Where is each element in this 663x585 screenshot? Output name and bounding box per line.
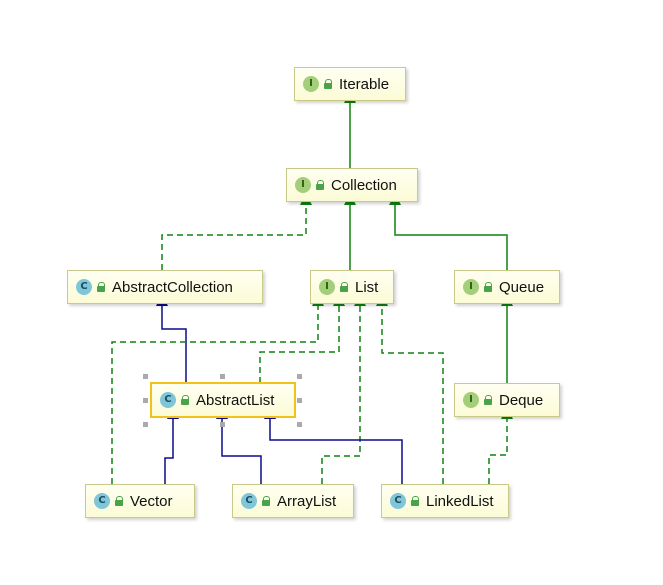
node-iterable[interactable]: I Iterable [294,67,406,101]
edge-arraylist-list [321,294,366,484]
public-lock-icon [323,79,333,89]
node-arraylist[interactable]: C ArrayList [232,484,354,518]
edge-abstractcollection-collection [161,193,312,270]
resize-handle[interactable] [297,374,302,379]
edge-linkedlist-list [376,294,444,484]
abstract-class-icon: C [160,392,176,408]
node-abstractlist[interactable]: C AbstractList [150,382,296,418]
node-list[interactable]: I List [310,270,394,304]
edge-abstractlist-list [259,294,345,383]
node-label: AbstractList [196,391,275,409]
class-icon: C [390,493,406,509]
node-vector[interactable]: C Vector [85,484,195,518]
edge-vector-list [111,294,324,484]
abstract-class-icon: C [76,279,92,295]
resize-handle[interactable] [297,422,302,427]
node-label: Vector [130,492,173,510]
resize-handle[interactable] [143,422,148,427]
resize-handle[interactable] [143,374,148,379]
interface-icon: I [463,279,479,295]
node-linkedlist[interactable]: C LinkedList [381,484,509,518]
node-label: Iterable [339,75,390,93]
node-label: Deque [499,391,544,409]
public-lock-icon [114,496,124,506]
node-label: Collection [331,176,397,194]
edge-abstractlist-abstractcollection [156,294,187,383]
public-lock-icon [483,282,493,292]
resize-handle[interactable] [220,422,225,427]
interface-icon: I [463,392,479,408]
public-lock-icon [261,496,271,506]
node-collection[interactable]: I Collection [286,168,418,202]
resize-handle[interactable] [143,398,148,403]
public-lock-icon [180,395,190,405]
node-abstractcollection[interactable]: C AbstractCollection [67,270,263,304]
node-queue[interactable]: I Queue [454,270,560,304]
edge-linkedlist-deque [488,407,513,484]
public-lock-icon [315,180,325,190]
class-icon: C [94,493,110,509]
node-label: AbstractCollection [112,278,233,296]
node-label: List [355,278,379,296]
class-icon: C [241,493,257,509]
public-lock-icon [410,496,420,506]
node-label: LinkedList [426,492,494,510]
public-lock-icon [483,395,493,405]
edge-vector-abstractlist [164,407,179,484]
node-label: ArrayList [277,492,337,510]
edge-arraylist-abstractlist [216,407,262,484]
resize-handle[interactable] [297,398,302,403]
edge-linkedlist-abstractlist [264,407,403,484]
edge-queue-collection [389,193,508,270]
interface-icon: I [295,177,311,193]
interface-icon: I [303,76,319,92]
resize-handle[interactable] [220,374,225,379]
public-lock-icon [339,282,349,292]
public-lock-icon [96,282,106,292]
node-label: Queue [499,278,545,296]
interface-icon: I [319,279,335,295]
node-deque[interactable]: I Deque [454,383,560,417]
